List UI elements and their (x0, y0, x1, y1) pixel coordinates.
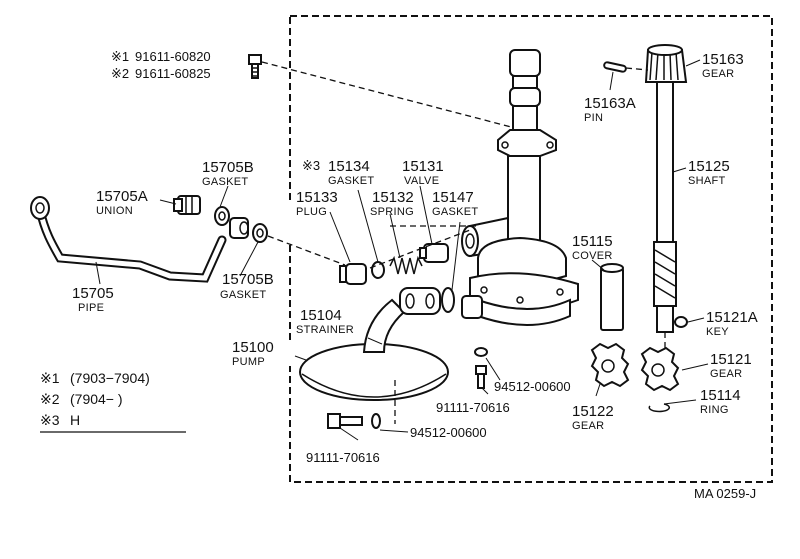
valve-name: VALVE (404, 175, 439, 187)
bolt-mid-partno: 91111-70616 (436, 400, 510, 415)
pin-icon (603, 61, 627, 73)
legend: ※1 (7903−7904) ※2 (7904− ) ※3 H (40, 370, 186, 433)
bolt-top-dashline (261, 61, 516, 129)
diagram-code: MA 0259-J (694, 486, 756, 501)
mark2-label-top: ※2 (111, 66, 129, 81)
gear-15121-partno: 15121 (710, 351, 752, 368)
legend-text-1: (7903−7904) (70, 370, 150, 386)
legend-mark-1: ※1 (40, 370, 60, 386)
legend-mark-3: ※3 (40, 412, 60, 428)
assembly-boundary (289, 15, 773, 483)
gasket-15705b-top-name: GASKET (202, 176, 248, 188)
gear-15121-name: GEAR (710, 368, 742, 380)
leader-lines (95, 59, 709, 441)
pipe-fitting-icon (229, 217, 249, 239)
shaft-icon (653, 81, 677, 333)
union-name: UNION (96, 205, 133, 217)
pin-dashline (625, 67, 649, 71)
gasket-15134-name: GASKET (328, 175, 374, 187)
union-partno: 15705A (96, 188, 148, 205)
valve-partno: 15131 (402, 158, 444, 175)
spring-name: SPRING (370, 206, 414, 218)
spring-partno: 15132 (372, 189, 414, 206)
gasket-15147-partno: 15147 (432, 189, 474, 206)
pipe-icon (30, 196, 227, 283)
gear-15122-name: GEAR (572, 420, 604, 432)
legend-mark-2: ※2 (40, 391, 60, 407)
spring-icon (389, 255, 423, 275)
valve-icon (419, 243, 449, 263)
shaft-partno: 15125 (688, 158, 730, 175)
pin-name: PIN (584, 112, 603, 124)
plug-icon (339, 263, 367, 285)
ring-name: RING (700, 404, 729, 416)
mark1-label-top: ※1 (111, 49, 129, 64)
pump-name: PUMP (232, 356, 265, 368)
shaft-name: SHAFT (688, 175, 726, 187)
gasket-top-icon (214, 206, 230, 226)
gasket-15147-name: GASKET (432, 206, 478, 218)
strainer-name: STRAINER (296, 324, 354, 336)
gear-15122-partno: 15122 (572, 403, 614, 420)
valve-dashline (369, 229, 471, 269)
gear-15163-name: GEAR (702, 68, 734, 80)
bolt-top-icon (248, 54, 262, 79)
drive-gear-icon (644, 44, 688, 83)
washer-bottom-partno: 94512-00600 (410, 425, 487, 440)
bolt-top-partno-2: 91611-60825 (135, 66, 211, 81)
pump-body-icon (461, 49, 579, 326)
gasket-15705b-top-partno: 15705B (202, 159, 254, 176)
union-icon (173, 195, 201, 215)
pipe-partno: 15705 (72, 285, 114, 302)
gear-15163-partno: 15163 (702, 51, 744, 68)
plug-name: PLUG (296, 206, 327, 218)
key-icon (674, 316, 688, 328)
plug-partno: 15133 (296, 189, 338, 206)
strainer-partno: 15104 (300, 307, 342, 324)
pin-partno: 15163A (584, 95, 636, 112)
washer-mid-icon (474, 347, 488, 357)
gasket-15705b-bottom-partno: 15705B (222, 271, 274, 288)
bolt-bottom-partno: 91111-70616 (306, 450, 380, 465)
strainer-icon (299, 287, 449, 401)
pump-partno: 15100 (232, 339, 274, 356)
ring-partno: 15114 (700, 387, 741, 404)
cover-icon (600, 263, 624, 331)
pipe-name: PIPE (78, 302, 104, 314)
ring-icon (648, 403, 670, 413)
cover-partno: 15115 (572, 233, 613, 250)
key-name: KEY (706, 326, 729, 338)
gasket-15705b-bottom-name: GASKET (220, 289, 266, 301)
gear-15121-icon (640, 346, 680, 392)
gasket-15134-icon (371, 261, 385, 279)
washer-bottom-icon (371, 413, 381, 429)
legend-text-3: H (70, 412, 80, 428)
mark3-label: ※3 (302, 158, 320, 173)
pipe-dashline (267, 235, 346, 266)
gasket-15147-icon (441, 287, 455, 313)
bolt-mid-icon (475, 365, 487, 389)
gasket-bottom-icon (252, 223, 268, 243)
cover-name: COVER (572, 250, 613, 262)
bolt-top-partno-1: 91611-60820 (135, 49, 211, 64)
gear-15122-icon (590, 342, 630, 388)
washer-mid-partno: 94512-00600 (494, 379, 571, 394)
key-partno: 15121A (706, 309, 758, 326)
gasket-15134-partno: 15134 (328, 158, 370, 175)
legend-text-2: (7904− ) (70, 391, 123, 407)
bolt-bottom-icon (327, 413, 363, 429)
